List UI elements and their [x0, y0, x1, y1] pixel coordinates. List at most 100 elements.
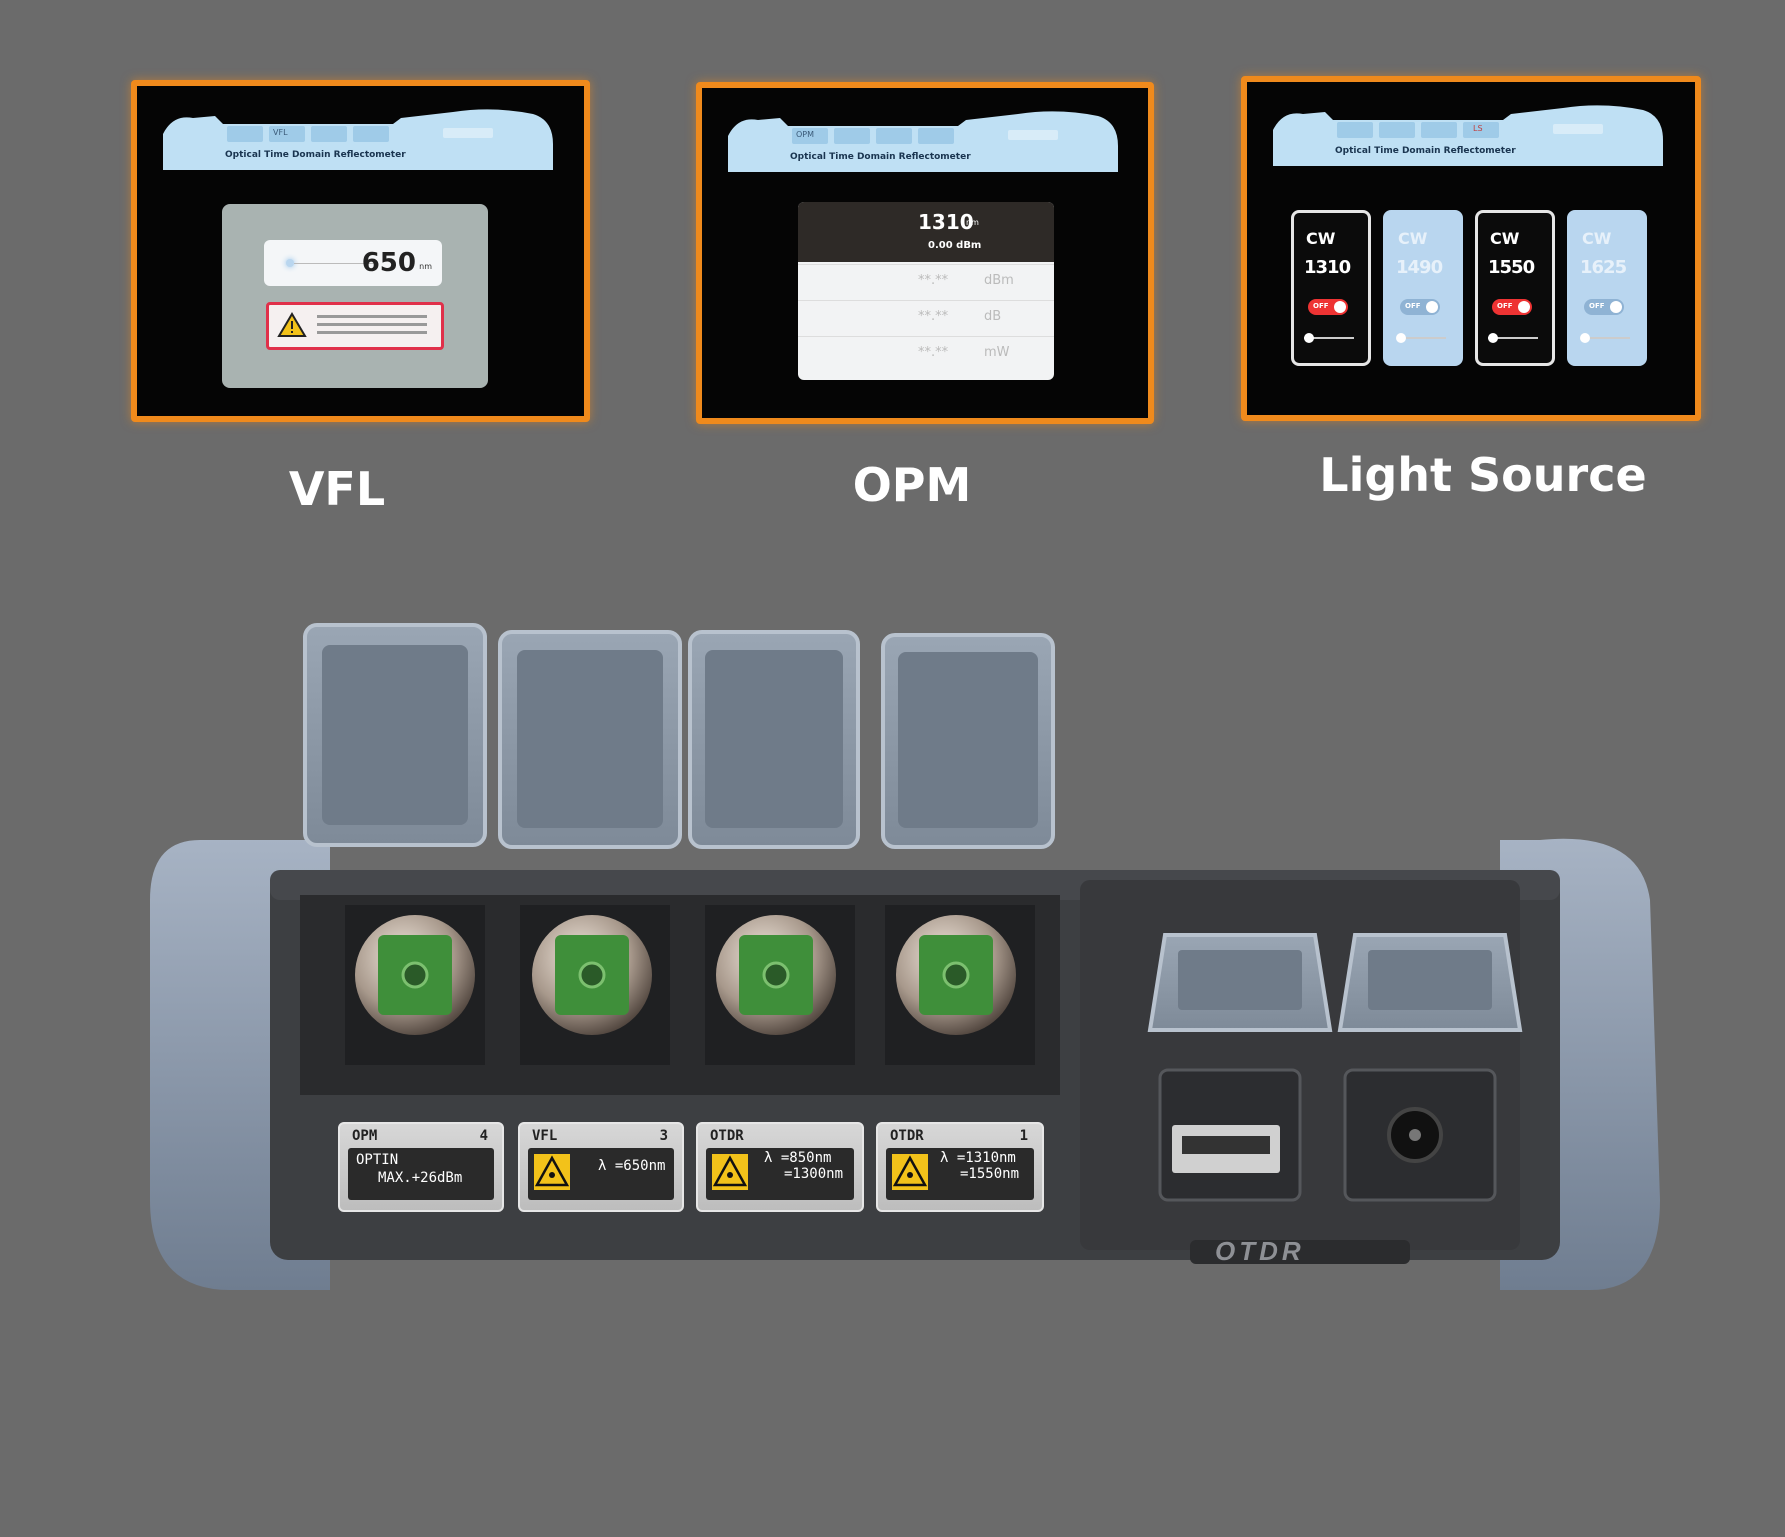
laser-warning-box [266, 302, 444, 350]
laser-hazard-icon [892, 1154, 928, 1190]
ls-wavelength: 1625 [1580, 257, 1627, 278]
ls-toggle-state: OFF [1589, 302, 1605, 310]
opm-reference: 0.00 dBm [928, 240, 982, 251]
ls-toggle-state: OFF [1497, 302, 1513, 310]
opm-readout-header: 1310 nm 0.00 dBm [798, 202, 1054, 262]
opm-row-unit: mW [984, 345, 1010, 360]
vfl-slider-track[interactable] [294, 263, 374, 264]
vfl-panel: 650 nm [222, 204, 488, 388]
port-name: OPM [352, 1128, 378, 1144]
port-line2: =1300nm [784, 1166, 844, 1182]
dust-cap [303, 623, 487, 847]
vfl-display: 650 nm [264, 240, 442, 286]
header-title: Optical Time Domain Reflectometer [1335, 146, 1516, 156]
opm-row-value: **.** [918, 309, 949, 324]
port-name: OTDR [710, 1128, 744, 1144]
port-line1: λ =850nm [764, 1150, 832, 1166]
sc-apc-connector [885, 905, 1035, 1065]
opm-row-unit: dBm [984, 273, 1014, 288]
ls-toggle[interactable]: OFF [1584, 299, 1624, 315]
ls-toggle-state: OFF [1405, 302, 1421, 310]
ls-toggle[interactable]: OFF [1308, 299, 1348, 315]
screen-header: Optical Time Domain Reflectometer VFL [163, 104, 553, 170]
port-line1: OPTIN [356, 1152, 399, 1168]
ls-slider[interactable] [1304, 333, 1354, 343]
port-label-body: λ =650nm [528, 1148, 674, 1200]
port-label-body: OPTIN MAX.+26dBm [348, 1148, 494, 1200]
port-number: 3 [659, 1128, 668, 1144]
ls-toggle[interactable]: OFF [1400, 299, 1440, 315]
opm-row: **.** mW [798, 336, 1054, 373]
ls-wavelength: 1550 [1488, 257, 1535, 278]
ls-toggle-state: OFF [1313, 302, 1329, 310]
ls-wavelength: 1490 [1396, 257, 1443, 278]
ls-mode: CW [1490, 229, 1520, 248]
tab-vfl[interactable]: VFL [273, 128, 288, 137]
port-name: VFL [532, 1128, 558, 1144]
opm-row-unit: dB [984, 309, 1002, 324]
opm-row: **.** dB [798, 300, 1054, 337]
vfl-screen: Optical Time Domain Reflectometer VFL 65… [131, 80, 590, 422]
port-line2: =1550nm [960, 1166, 1020, 1182]
ls-mode: CW [1306, 229, 1336, 248]
port-line2: MAX.+26dBm [378, 1170, 463, 1186]
laser-hazard-icon [712, 1154, 748, 1190]
sc-apc-connector [345, 905, 485, 1065]
ls-wavelength: 1310 [1304, 257, 1351, 278]
device-brand: OTDR [1215, 1236, 1305, 1266]
vfl-wavelength-value: 650 [361, 248, 416, 278]
ls-slider[interactable] [1396, 333, 1446, 343]
opm-row-value: **.** [918, 345, 949, 360]
header-shape [728, 111, 1118, 172]
port-line1: λ =1310nm [940, 1150, 1016, 1166]
header-title: Optical Time Domain Reflectometer [225, 150, 406, 160]
caption-vfl: VFL [288, 462, 386, 516]
opm-wavelength-unit: nm [966, 218, 979, 227]
usb-port-cover [1147, 933, 1333, 1032]
caption-light-source: Light Source [1319, 448, 1647, 502]
port-label-otdr-mm: OTDR λ =850nm =1300nm [696, 1122, 864, 1212]
vfl-wavelength-unit: nm [419, 262, 432, 271]
opm-row: **.** dBm [798, 264, 1054, 301]
header-shape [163, 109, 553, 170]
screen-header: Optical Time Domain Reflectometer LS [1273, 100, 1663, 166]
caption-opm: OPM [852, 458, 972, 512]
screen-header: Optical Time Domain Reflectometer OPM [728, 106, 1118, 172]
ls-toggle[interactable]: OFF [1492, 299, 1532, 315]
header-title: Optical Time Domain Reflectometer [790, 152, 971, 162]
ls-mode: CW [1582, 229, 1612, 248]
sc-apc-connector [705, 905, 855, 1065]
power-port-cover [1337, 933, 1523, 1032]
ls-card-1490[interactable]: CW 1490 OFF [1383, 210, 1463, 366]
ls-slider[interactable] [1488, 333, 1538, 343]
sc-apc-connector [520, 905, 670, 1065]
laser-indicator-icon [286, 259, 294, 267]
port-name: OTDR [890, 1128, 924, 1144]
port-number: 4 [479, 1128, 488, 1144]
port-line1: λ =650nm [598, 1158, 666, 1174]
warning-text-lines [317, 315, 427, 318]
header-shape [1273, 105, 1663, 166]
laser-hazard-icon [534, 1154, 570, 1190]
opm-screen: Optical Time Domain Reflectometer OPM 13… [696, 82, 1154, 424]
ls-slider[interactable] [1580, 333, 1630, 343]
port-label-body: λ =1310nm =1550nm [886, 1148, 1034, 1200]
port-label-opm: OPM 4 OPTIN MAX.+26dBm [338, 1122, 504, 1212]
dust-cap [688, 630, 860, 849]
opm-panel: 1310 nm 0.00 dBm **.** dBm **.** dB **.*… [798, 202, 1054, 380]
port-label-body: λ =850nm =1300nm [706, 1148, 854, 1200]
tab-ls[interactable]: LS [1473, 124, 1483, 133]
ls-mode: CW [1398, 229, 1428, 248]
light-source-screen: Optical Time Domain Reflectometer LS CW … [1241, 76, 1701, 421]
ls-card-1625[interactable]: CW 1625 OFF [1567, 210, 1647, 366]
opm-wavelength: 1310 [918, 210, 974, 234]
opm-row-value: **.** [918, 273, 949, 288]
ls-card-1550[interactable]: CW 1550 OFF [1475, 210, 1555, 366]
port-label-vfl: VFL 3 λ =650nm [518, 1122, 684, 1212]
port-label-otdr-sm: OTDR 1 λ =1310nm =1550nm [876, 1122, 1044, 1212]
dust-cap [498, 630, 682, 849]
ls-card-1310[interactable]: CW 1310 OFF [1291, 210, 1371, 366]
dust-cap [881, 633, 1055, 849]
tab-opm[interactable]: OPM [796, 130, 815, 139]
dc-power-jack [1343, 1068, 1497, 1202]
